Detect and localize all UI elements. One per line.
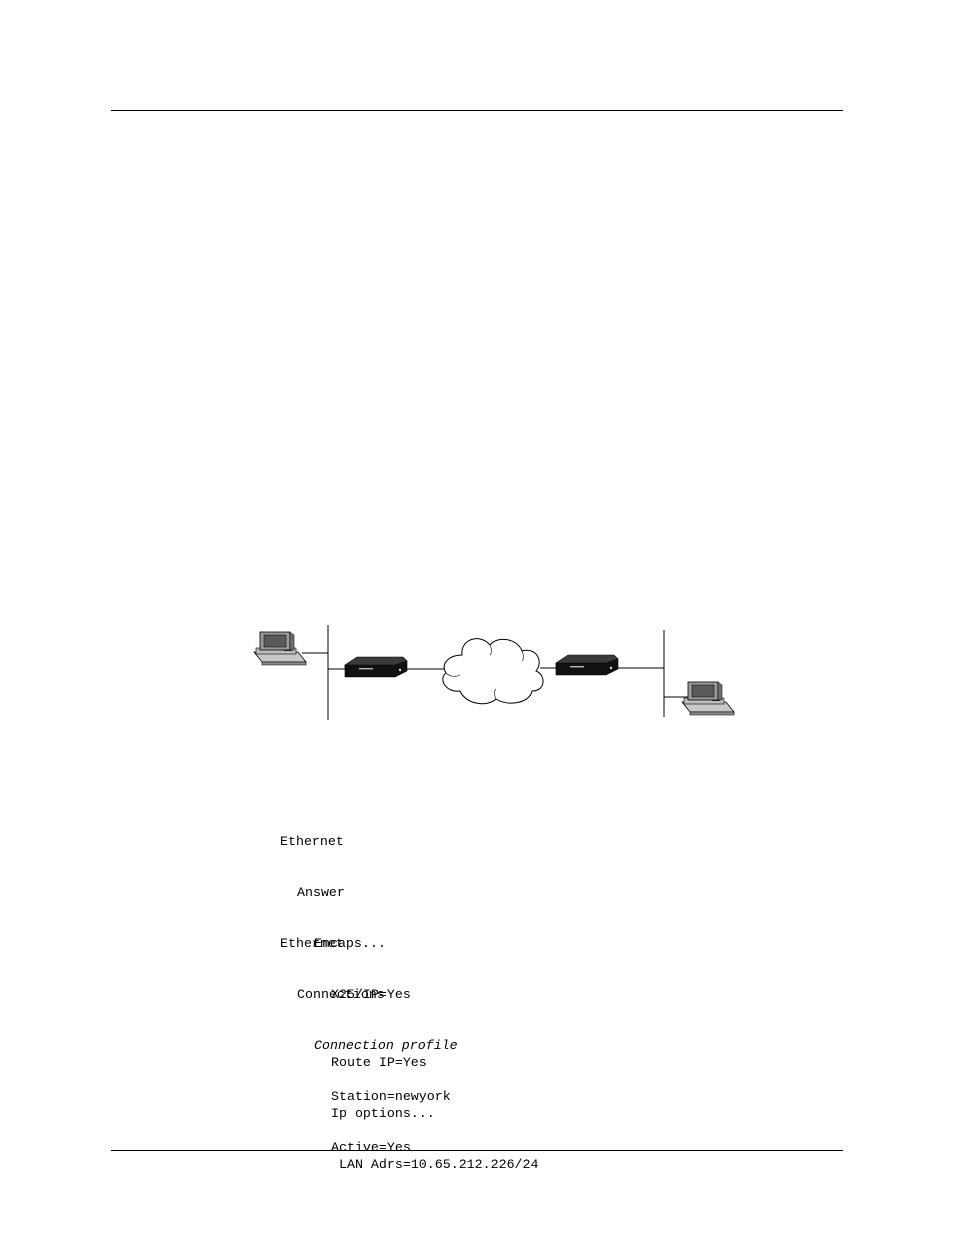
code-line: Ethernet (280, 936, 344, 951)
cloud-icon (442, 638, 544, 705)
router-icon (344, 656, 408, 678)
code-line: Encaps... (314, 936, 386, 951)
header-rule (111, 110, 843, 111)
footer-rule (111, 1150, 843, 1151)
code-block-ip-options: Route IP=Yes Ip options... LAN Adrs=10.6… (280, 1020, 539, 1190)
code-line: Answer (297, 885, 345, 900)
code-line: Ip options... (331, 1106, 435, 1121)
code-line: Ethernet (280, 834, 344, 849)
code-line: Connections (297, 987, 385, 1002)
network-diagram (253, 625, 735, 720)
code-block-answer: Ethernet Answer Encaps... X25/IP=Yes (280, 799, 411, 1020)
code-line: Station=newyork (331, 1089, 451, 1104)
router-icon (555, 654, 619, 676)
code-line: LAN Adrs=10.65.212.226/24 (339, 1157, 539, 1172)
code-block-connections: Ethernet Connections Connection profile … (280, 901, 458, 1173)
code-line: Route IP=Yes (331, 1055, 427, 1070)
code-line: X25/IP=Yes (331, 987, 411, 1002)
code-line: Active=Yes (331, 1140, 411, 1155)
workstation-icon (681, 681, 735, 716)
workstation-icon (253, 631, 307, 666)
code-line-placeholder: Connection profile (314, 1038, 458, 1053)
